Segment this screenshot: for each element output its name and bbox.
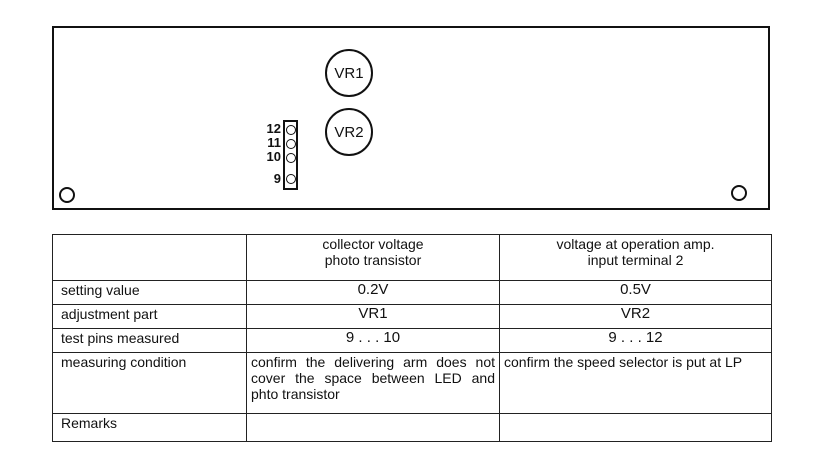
pin-label: 9 <box>273 171 281 186</box>
vr2-potentiometer: VR2 <box>325 108 373 156</box>
adjustment-table: collector voltage photo transistor volta… <box>52 234 772 442</box>
row-label: test pins measured <box>52 328 247 353</box>
row-label: setting value <box>52 280 247 305</box>
table-row: Remarks <box>52 413 772 442</box>
cell: 0.5V <box>499 280 772 305</box>
cell: VR2 <box>499 304 772 329</box>
cell: confirm the delivering arm does not cove… <box>246 352 500 414</box>
test-pin-11 <box>286 139 296 149</box>
cell: 9 . . . 10 <box>246 328 500 353</box>
mounting-hole-right <box>731 185 747 201</box>
pin-label: 11 <box>267 135 281 150</box>
cell <box>499 413 772 442</box>
header-cell: collector voltage photo transistor <box>246 234 500 281</box>
row-label: Remarks <box>52 413 247 442</box>
cell: confirm the speed selector is put at LP <box>499 352 772 414</box>
row-label: measuring condition <box>52 352 247 414</box>
cell: 9 . . . 12 <box>499 328 772 353</box>
vr2-label: VR2 <box>334 123 364 141</box>
test-pin-12 <box>286 125 296 135</box>
circuit-board-outline <box>52 26 770 210</box>
test-pin-10 <box>286 153 296 163</box>
cell: 0.2V <box>246 280 500 305</box>
pin-label: 10 <box>266 149 281 164</box>
table-row: test pins measured 9 . . . 10 9 . . . 12 <box>52 328 772 353</box>
test-pin-connector <box>283 120 298 190</box>
vr1-label: VR1 <box>334 64 364 82</box>
table-row: adjustment part VR1 VR2 <box>52 304 772 329</box>
mounting-hole-left <box>59 187 75 203</box>
table-header-row: collector voltage photo transistor volta… <box>52 234 772 281</box>
table-row: measuring condition confirm the deliveri… <box>52 352 772 414</box>
row-label: adjustment part <box>52 304 247 329</box>
test-pin-9 <box>286 174 296 184</box>
header-cell: voltage at operation amp. input terminal… <box>499 234 772 281</box>
table-row: setting value 0.2V 0.5V <box>52 280 772 305</box>
cell: VR1 <box>246 304 500 329</box>
cell <box>246 413 500 442</box>
vr1-potentiometer: VR1 <box>325 49 373 97</box>
header-cell <box>52 234 247 281</box>
pin-label: 12 <box>266 121 281 136</box>
